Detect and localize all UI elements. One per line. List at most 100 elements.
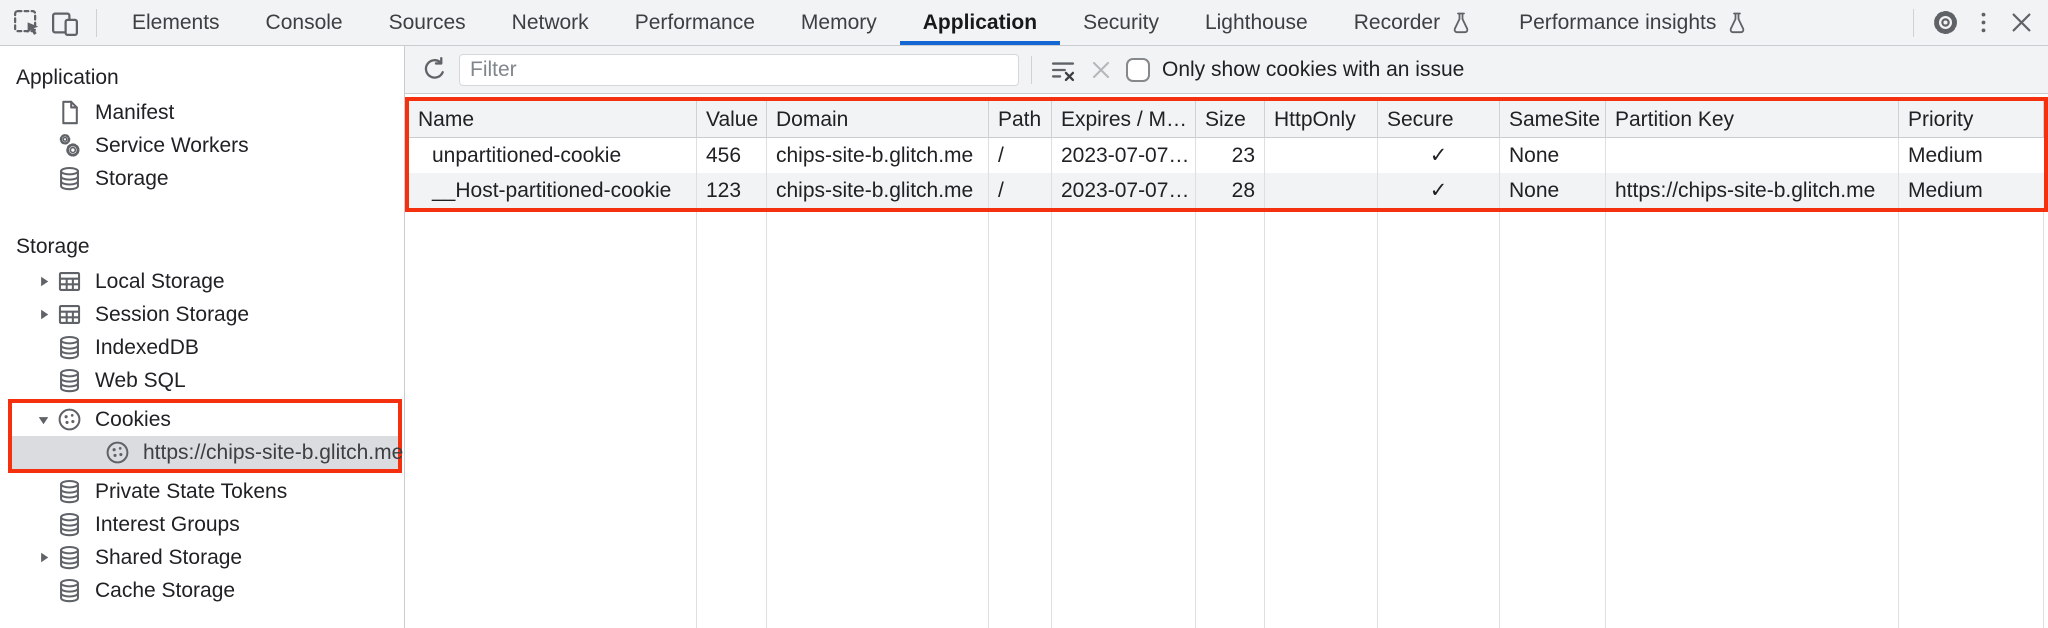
- sidebar-item-label: Shared Storage: [95, 545, 243, 569]
- cell-expires: 2023-07-07…: [1052, 138, 1196, 173]
- tab-sources[interactable]: Sources: [366, 0, 489, 45]
- cell-samesite: None: [1500, 173, 1606, 208]
- database-icon: [56, 478, 83, 505]
- cookie-table-empty-area: [409, 212, 2048, 628]
- more-menu-icon[interactable]: [1964, 4, 2002, 42]
- column-header-expires[interactable]: Expires / M…: [1052, 101, 1196, 138]
- column-header-domain[interactable]: Domain: [767, 101, 989, 138]
- empty-column-httponly: [1265, 212, 1378, 628]
- cell-value: 456: [697, 138, 767, 173]
- column-header-httponly[interactable]: HttpOnly: [1265, 101, 1378, 138]
- toolbar-divider: [1031, 55, 1032, 84]
- sidebar-item-label: Session Storage: [95, 302, 250, 326]
- tab-network[interactable]: Network: [489, 0, 612, 45]
- empty-column-domain: [767, 212, 989, 628]
- column-header-partition-key[interactable]: Partition Key: [1606, 101, 1899, 138]
- database-icon: [56, 165, 83, 192]
- tab-label: Application: [922, 10, 1038, 34]
- section-header-application: Application: [16, 66, 119, 89]
- cell-name: __Host-partitioned-cookie: [409, 173, 697, 208]
- sidebar-item-indexeddb[interactable]: IndexedDB: [0, 331, 404, 364]
- cell-size: 28: [1196, 173, 1265, 208]
- tree-arrow-expanded-icon[interactable]: [30, 410, 56, 429]
- database-icon: [56, 511, 83, 538]
- column-header-samesite[interactable]: SameSite: [1500, 101, 1606, 138]
- database-icon: [56, 577, 83, 604]
- column-header-value[interactable]: Value: [697, 101, 767, 138]
- column-header-size[interactable]: Size: [1196, 101, 1265, 138]
- tree-arrow-collapsed-icon[interactable]: [30, 272, 56, 291]
- close-icon[interactable]: [2002, 4, 2040, 42]
- tab-lighthouse[interactable]: Lighthouse: [1182, 0, 1331, 45]
- tab-label: Network: [511, 10, 589, 34]
- sidebar-item-service-workers[interactable]: Service Workers: [0, 129, 404, 162]
- empty-column-name: [409, 212, 697, 628]
- sidebar-item-interest-groups[interactable]: Interest Groups: [0, 508, 404, 541]
- tab-memory[interactable]: Memory: [778, 0, 900, 45]
- empty-column-samesite: [1500, 212, 1606, 628]
- table-icon: [56, 301, 83, 328]
- sidebar-item-label: https://chips-site-b.glitch.me: [143, 440, 404, 464]
- tabbar-divider: [96, 8, 97, 37]
- file-icon: [56, 99, 83, 126]
- sidebar-item-storage[interactable]: Storage: [0, 162, 404, 195]
- cell-samesite: None: [1500, 138, 1606, 173]
- clear-filter-icon[interactable]: [1044, 51, 1082, 89]
- cookies-highlight-rectangle: Cookies https://chips-site-b.glitch.me: [8, 399, 403, 473]
- sidebar-item-manifest[interactable]: Manifest: [0, 96, 404, 129]
- sidebar-item-label: Manifest: [95, 100, 175, 124]
- sidebar-item-private-state-tokens[interactable]: Private State Tokens: [0, 475, 404, 508]
- column-header-priority[interactable]: Priority: [1899, 101, 2044, 138]
- sidebar-item-cache-storage[interactable]: Cache Storage: [0, 574, 404, 607]
- only-issue-checkbox[interactable]: [1126, 57, 1150, 82]
- cell-expires: 2023-07-07…: [1052, 173, 1196, 208]
- column-header-name[interactable]: Name: [409, 101, 697, 138]
- column-header-secure[interactable]: Secure: [1378, 101, 1500, 138]
- refresh-icon[interactable]: [415, 51, 453, 89]
- tab-recorder[interactable]: Recorder: [1331, 0, 1496, 45]
- cell-partition-key: [1606, 138, 1899, 173]
- sidebar-item-cookies[interactable]: Cookies: [12, 403, 398, 436]
- tab-console[interactable]: Console: [243, 0, 366, 45]
- database-icon: [56, 334, 83, 361]
- tab-performance-insights[interactable]: Performance insights: [1496, 0, 1772, 45]
- sidebar-item-session-storage[interactable]: Session Storage: [0, 298, 404, 331]
- empty-column-path: [989, 212, 1052, 628]
- cell-name: unpartitioned-cookie: [409, 138, 697, 173]
- tab-application[interactable]: Application: [899, 0, 1061, 45]
- only-issue-checkbox-label[interactable]: Only show cookies with an issue: [1162, 57, 1465, 81]
- sidebar-item-web-sql[interactable]: Web SQL: [0, 364, 404, 397]
- tabbar-right-divider: [1913, 8, 1914, 37]
- filter-input[interactable]: [459, 53, 1019, 86]
- clear-list-icon[interactable]: [1082, 51, 1120, 89]
- tree-arrow-collapsed-icon[interactable]: [30, 548, 56, 567]
- empty-column-value: [697, 212, 767, 628]
- cell-httponly: [1265, 173, 1378, 208]
- tree-arrow-collapsed-icon[interactable]: [30, 305, 56, 324]
- sidebar-item-shared-storage[interactable]: Shared Storage: [0, 541, 404, 574]
- tabbar-right-icons: [1901, 4, 2040, 42]
- tab-elements[interactable]: Elements: [109, 0, 243, 45]
- cookies-panel: Only show cookies with an issue NameValu…: [405, 46, 2048, 628]
- cookie-icon: [56, 406, 83, 433]
- sidebar-item-label: Private State Tokens: [95, 479, 288, 503]
- cell-secure: ✓: [1378, 138, 1500, 173]
- tab-security[interactable]: Security: [1060, 0, 1182, 45]
- tab-label: Recorder: [1353, 10, 1441, 34]
- settings-gear-icon[interactable]: [1926, 4, 1964, 42]
- inspect-icon[interactable]: [8, 4, 46, 42]
- gears-icon: [56, 132, 83, 159]
- sidebar-item-https-chips-site-b-glitch-me[interactable]: https://chips-site-b.glitch.me: [12, 436, 403, 469]
- column-header-path[interactable]: Path: [989, 101, 1052, 138]
- empty-column-priority: [1899, 212, 2044, 628]
- device-toolbar-icon[interactable]: [46, 4, 84, 42]
- tab-performance[interactable]: Performance: [612, 0, 778, 45]
- sidebar-item-local-storage[interactable]: Local Storage: [0, 265, 404, 298]
- database-icon: [56, 544, 83, 571]
